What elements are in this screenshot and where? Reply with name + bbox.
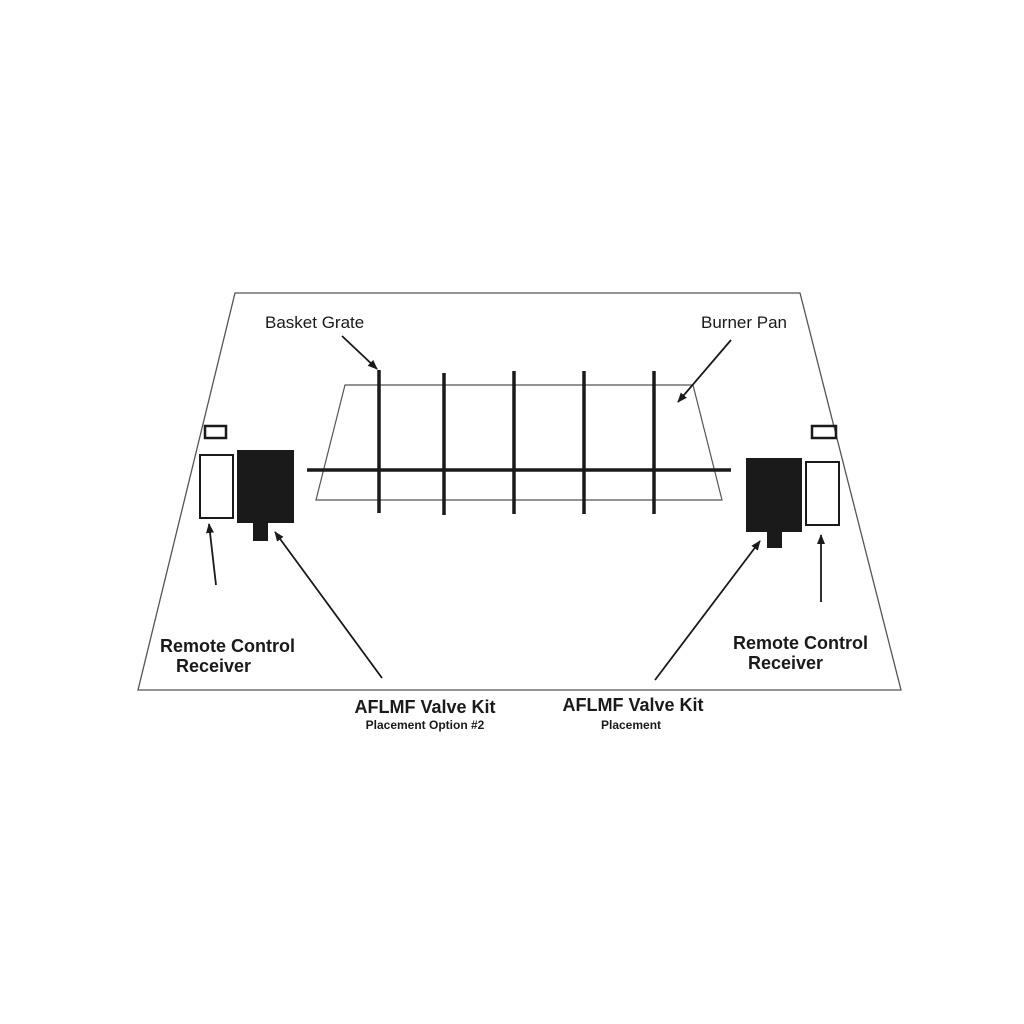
left-valve-stub bbox=[253, 522, 268, 541]
basket-grate-arrow bbox=[341, 335, 378, 370]
right-valve-arrow bbox=[654, 540, 761, 681]
right-valve-kit bbox=[746, 458, 802, 532]
left-valve-kit bbox=[237, 450, 294, 523]
left-receiver-label-line2: Receiver bbox=[176, 656, 251, 676]
right-remote-receiver bbox=[805, 461, 840, 526]
right-receiver-label-line1: Remote Control bbox=[733, 633, 868, 653]
burner-pan-label: Burner Pan bbox=[701, 313, 787, 332]
right-valve-sublabel: Placement bbox=[601, 718, 661, 732]
firebox-outline bbox=[137, 292, 902, 691]
left-valve-arrow bbox=[274, 531, 383, 679]
basket-grate bbox=[307, 370, 731, 515]
burner-pan-arrow bbox=[677, 339, 732, 403]
left-bracket bbox=[203, 424, 228, 440]
right-receiver-label-line2: Receiver bbox=[748, 653, 823, 673]
right-valve-stub bbox=[767, 531, 782, 548]
left-valve-sublabel: Placement Option #2 bbox=[366, 718, 485, 732]
basket-grate-label: Basket Grate bbox=[265, 313, 364, 332]
burner-pan-outline bbox=[315, 384, 723, 501]
right-valve-label: AFLMF Valve Kit bbox=[562, 695, 703, 715]
right-bracket bbox=[810, 424, 838, 440]
left-valve-label: AFLMF Valve Kit bbox=[354, 697, 495, 717]
left-remote-receiver bbox=[199, 454, 234, 519]
left-receiver-arrow bbox=[206, 523, 217, 586]
left-receiver-label-line1: Remote Control bbox=[160, 636, 295, 656]
